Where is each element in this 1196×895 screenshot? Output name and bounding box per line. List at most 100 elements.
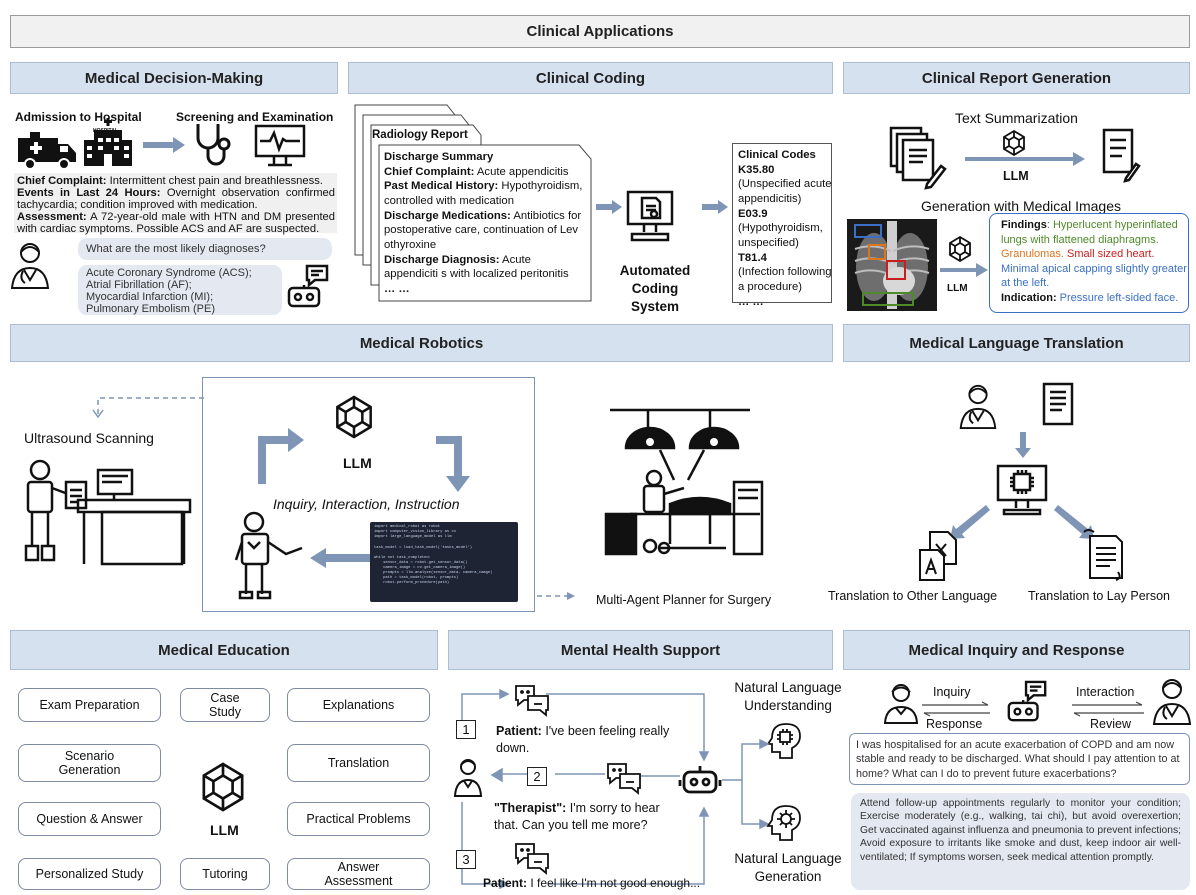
patient-message-1: Patient: I've been feeling really down. [496,723,696,758]
code: E03.9 [738,207,768,220]
edu-tutoring: Tutoring [180,858,270,890]
pill-label: Question & Answer [36,811,143,826]
dashed-connector [92,397,204,419]
llm-answer-bubble: Attend follow-up appointments regularly … [851,793,1190,890]
chief-complaint-text: Intermittent chest pain and breathlessne… [106,175,323,187]
discharge-summary: Discharge Summary Chief Complaint: Acute… [384,150,586,297]
edu-translation: Translation [287,744,430,782]
translation-lay-label: Translation to Lay Person [1028,589,1170,603]
brain-chip-icon [766,723,801,759]
edu-case-study: Case Study [180,688,270,722]
translation-other-label: Translation to Other Language [828,589,998,603]
main-title-text: Clinical Applications [526,23,674,40]
pill-label: Scenario Generation [58,748,121,777]
pill-label: Practical Problems [306,811,411,826]
therapist-message: "Therapist": I'm sorry to hear that. Can… [494,800,674,835]
arrow-right-icon [143,137,185,153]
llm-answer-text: Attend follow-up appointments regularly … [860,798,1181,863]
loop-label: Inquiry, Interaction, Instruction [273,496,460,512]
edu-exam-preparation: Exam Preparation [18,688,161,722]
step-number: 3 [456,850,476,869]
arrow-right-icon [596,200,622,214]
section-robotics: Medical Robotics [10,324,833,362]
events-label: Events in Last 24 Hours: [17,186,161,199]
document-icon [1042,382,1074,426]
arrow-right-icon [702,200,728,214]
events-text: Overnight observation confirmed tachycar… [17,186,335,211]
doctor-icon [959,384,997,430]
planner-label: Multi-Agent Planner for Surgery [596,593,772,607]
section-inquiry: Medical Inquiry and Response [843,630,1190,670]
llm-label: LLM [210,822,239,838]
speaker-label: Patient: [483,876,528,890]
code-desc: (Hypothyroidism, unspecified) [738,222,823,250]
ultrasound-label: Ultrasound Scanning [24,430,154,446]
code-lines: import medical_robot as robot import com… [374,525,493,586]
finding-red: Small sized heart. [1067,248,1155,261]
speaker-label: Patient: [496,724,542,738]
stethoscope-icon [196,124,231,166]
pmh-text: Hypothyroidism, controlled with medicati… [384,180,583,208]
radiology-report-label: Radiology Report [372,129,468,141]
edu-explanations: Explanations [287,688,430,722]
patient-note [14,173,337,233]
arrow-right-icon [940,263,988,277]
code-desc: (Infection following a procedure) [738,266,832,294]
section-title: Medical Education [158,641,290,659]
edu-answer-assessment: Answer Assessment [287,858,430,890]
section-title: Mental Health Support [560,641,721,659]
document-stack [354,104,592,302]
ambulance-icon [18,132,76,170]
document-edit-icon [1083,529,1123,581]
answer-bubble: Acute Coronary Syndrome (ACS); Atrial Fi… [78,265,282,315]
robot-chat-icon [287,264,329,308]
code: T81.4 [738,251,767,264]
edu-scenario-generation: Scenario Generation [18,744,161,782]
section-decision-making: Medical Decision-Making [10,62,338,94]
arrow-left-icon [490,767,532,783]
interaction-label: Interaction [1076,685,1135,699]
assessment-label: Assessment: [17,210,87,223]
doctor-icon [1152,679,1192,725]
exchange-arrows [922,701,990,717]
code-panel: import medical_robot as robot import com… [370,522,518,602]
patient-question-box: I was hospitalised for an acute exacerba… [849,733,1190,785]
cc-text: Acute appendicitis [474,165,569,178]
codes-title: Clinical Codes [738,149,816,161]
screening-label: Screening and Examination [176,110,334,124]
robot-icon [678,766,722,794]
section-title: Clinical Coding [535,69,646,87]
monitor-icon [254,124,306,167]
section-clinical-coding: Clinical Coding [348,62,833,94]
ultrasound-robot-icon [24,459,192,566]
loop-arrows [258,428,470,568]
section-education: Medical Education [10,630,438,670]
finding-green: hyperinflated lungs with flattened diaph… [1001,219,1178,246]
answer-line: Acute Coronary Syndrome (ACS); [86,267,252,279]
patient-note-text: Chief Complaint: Intermittent chest pain… [17,175,335,235]
finding-blue: Minimal apical capping slightly greater … [1001,262,1187,290]
pill-label: Explanations [322,697,395,712]
llm-cube-icon [202,762,244,812]
pill-label: Answer Assessment [324,859,393,888]
assessment-text: A 72-year-old male with HTN and DM prese… [17,210,335,235]
section-title: Medical Robotics [359,334,484,352]
llm-label: LLM [947,283,968,294]
code: K35.80 [738,163,775,176]
response-label: Response [926,717,983,731]
humanoid-robot-icon [234,511,303,600]
pill-label: Translation [327,755,390,770]
section-report-generation: Clinical Report Generation [843,62,1190,94]
chest-xray-image [847,219,937,311]
speaker-label: "Therapist": [494,801,567,815]
section-translation: Medical Language Translation [843,324,1190,362]
exchange-arrows [1072,701,1144,717]
ellipsis: … … [738,295,764,308]
indication-text: Pressure left-sided face. [1056,291,1179,304]
nlu-label: Natural Language Understanding [734,680,842,713]
message-text: I feel like I'm not good enough... [527,876,701,890]
llm-label: LLM [343,455,372,471]
arrow-down-right-icon [1054,505,1094,539]
findings-text: Findings: Hyperlucent hyperinflated lung… [1001,218,1191,305]
findings-box [989,213,1189,313]
